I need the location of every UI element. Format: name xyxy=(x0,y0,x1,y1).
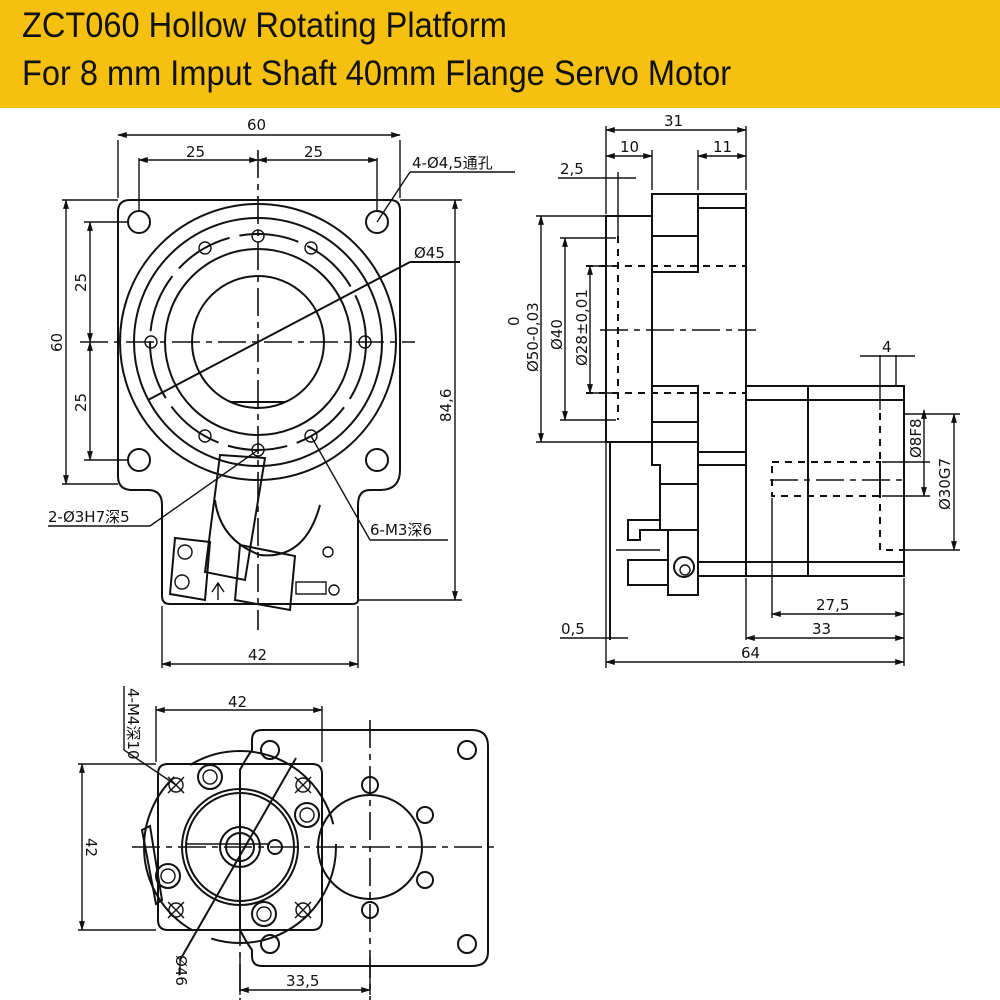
thread-hole-markers xyxy=(144,229,372,457)
dim-rear-depth: 11 xyxy=(713,138,732,156)
callout-mounting-holes: 4-Ø4,5通孔 xyxy=(412,154,493,172)
callout-diameter-45: Ø45 xyxy=(414,244,445,262)
callout-thread-holes: 6-M3深6 xyxy=(370,521,432,539)
dim-dia-50-tol: 0 xyxy=(505,316,523,326)
dim-half-left: 25 xyxy=(186,143,205,161)
title-line-1: ZCT060 Hollow Rotating Platform xyxy=(22,6,507,45)
dim-bottom-width: 42 xyxy=(248,646,267,664)
dim-gap: 0,5 xyxy=(561,620,585,638)
dim-bottom-height-42: 42 xyxy=(82,838,100,857)
title-line-2: For 8 mm Imput Shaft 40mm Flange Servo M… xyxy=(22,54,732,93)
dim-flange-depth: 10 xyxy=(620,138,639,156)
dim-dia-50: Ø50-0,03 xyxy=(524,302,542,372)
dim-width-60: 60 xyxy=(247,116,266,134)
dim-pilot-dia: Ø30G7 xyxy=(936,458,954,510)
dim-motor-inner: 27,5 xyxy=(816,596,849,614)
dim-height-upper: 25 xyxy=(72,273,90,292)
callout-m4-holes: 4-M4深10 xyxy=(124,688,142,760)
dim-bottom-width-42: 42 xyxy=(228,693,247,711)
dim-motor-len: 33 xyxy=(812,620,831,638)
dim-circle-dia: Ø46 xyxy=(172,955,190,986)
dim-height-lower: 25 xyxy=(72,393,90,412)
front-view: 60 25 25 60 25 25 84,6 42 4-Ø4,5通孔 Ø45 2… xyxy=(48,116,515,668)
dim-center-distance: 33,5 xyxy=(286,972,319,990)
callout-pin-holes: 2-Ø3H7深5 xyxy=(48,508,130,526)
side-view: 31 10 11 2,5 Ø50-0,03 0 Ø40 Ø28±0,01 4 Ø… xyxy=(505,112,960,668)
dim-dia-40: Ø40 xyxy=(548,319,566,350)
dim-dia-28: Ø28±0,01 xyxy=(573,289,591,366)
dim-half-right: 25 xyxy=(304,143,323,161)
dim-offset: 2,5 xyxy=(560,160,584,178)
dim-total-depth: 31 xyxy=(664,112,683,130)
dim-height-60: 60 xyxy=(48,333,66,352)
dim-shaft-dia: Ø8F8 xyxy=(907,418,925,458)
dim-shaft-length: 4 xyxy=(882,338,892,356)
title-banner: ZCT060 Hollow Rotating Platform For 8 mm… xyxy=(0,0,1000,108)
dim-overall-height: 84,6 xyxy=(437,389,455,422)
bottom-view: Ø46 42 42 33,5 4-M4深10 xyxy=(78,686,500,1000)
dim-overall-len: 64 xyxy=(741,644,760,662)
